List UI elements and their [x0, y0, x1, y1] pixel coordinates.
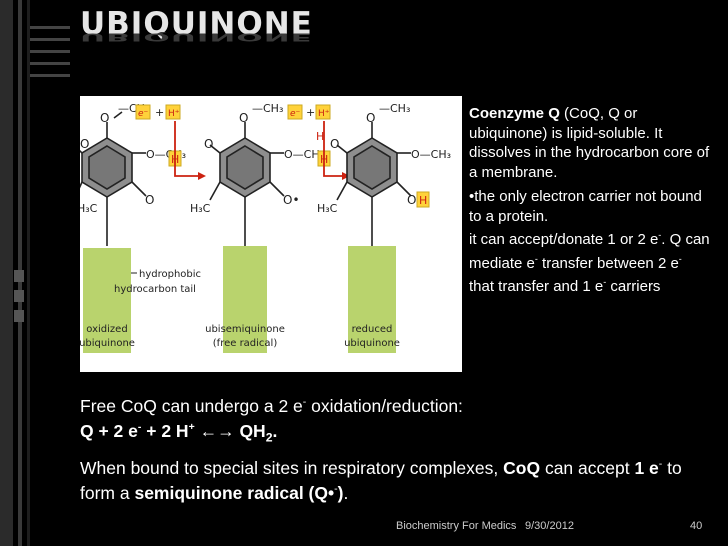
svg-text:H₃C: H₃C — [190, 202, 211, 215]
svg-text:O: O — [330, 137, 339, 151]
line-bound-sites: When bound to special sites in respirato… — [80, 457, 682, 503]
svg-text:H: H — [419, 194, 427, 207]
svg-text:O: O — [145, 193, 154, 207]
body-text: Free CoQ can undergo a 2 e- oxidation/re… — [80, 392, 710, 504]
equation: Q + 2 e- + 2 H+ ←→ QH2. — [80, 420, 278, 445]
label-semi: ubisemiquinone — [205, 324, 285, 335]
ring-reduced — [336, 122, 412, 246]
svg-text:H⁺: H⁺ — [168, 109, 180, 119]
ubiquinone-diagram: O O —CH₃ O—CH₃ O H₃C e⁻ + H⁺ H O O —CH₃ … — [80, 96, 462, 372]
ring-semiquinone — [209, 122, 285, 246]
svg-text:+: + — [306, 106, 315, 119]
footer-page-number: 40 — [690, 520, 703, 532]
svg-text:e⁻: e⁻ — [290, 109, 301, 119]
decor-stripe — [30, 74, 70, 77]
svg-text:O: O — [80, 137, 89, 151]
label-oxidized: oxidized — [86, 324, 127, 335]
svg-text:O—CH₃: O—CH₃ — [284, 148, 324, 161]
label-semi-2: (free radical) — [213, 338, 278, 349]
svg-text:O: O — [100, 111, 109, 125]
term-coenzyme-q: Coenzyme Q — [469, 105, 560, 122]
svg-text:O: O — [407, 193, 416, 207]
svg-text:O•: O• — [283, 193, 300, 207]
label-tail: hydrocarbon tail — [114, 284, 196, 295]
decor-bar — [0, 0, 13, 546]
ring-oxidized — [80, 111, 147, 246]
decor-block — [14, 270, 24, 282]
decor-block — [14, 290, 24, 302]
svg-text:O: O — [204, 137, 213, 151]
label-hydrophobic: hydrophobic — [139, 269, 201, 280]
svg-text:H₃C: H₃C — [80, 202, 98, 215]
decor-stripe — [30, 38, 70, 41]
svg-text:—CH₃: —CH₃ — [379, 102, 410, 115]
footer-date: 9/30/2012 — [525, 520, 574, 532]
slide-title: UBIQUINONE — [80, 6, 313, 42]
decor-stripe — [30, 50, 70, 53]
svg-text:—CH₃: —CH₃ — [252, 102, 283, 115]
description-text: Coenzyme Q (CoQ, Q or ubiquinone) is lip… — [462, 96, 710, 372]
label-reduced-2: ubiquinone — [344, 338, 400, 349]
slide-title-reflection: UBIQUINONE — [80, 30, 313, 44]
svg-text:O—CH₃: O—CH₃ — [411, 148, 451, 161]
svg-text:O: O — [239, 111, 248, 125]
tail-bar — [348, 246, 396, 353]
footer-source: Biochemistry For Medics — [396, 520, 517, 532]
line-free-coq: Free CoQ can undergo a 2 e- oxidation/re… — [80, 395, 463, 416]
svg-text:+: + — [155, 106, 164, 119]
label-reduced: reduced — [352, 324, 393, 335]
tail-bar — [223, 246, 267, 353]
svg-text:H⁺: H⁺ — [318, 109, 330, 119]
label-oxidized-2: ubiquinone — [80, 338, 135, 349]
tail-bar — [83, 248, 131, 353]
paragraph-coq: Coenzyme Q (CoQ, Q or ubiquinone) is lip… — [469, 105, 710, 181]
decor-bar — [27, 0, 30, 546]
decor-block — [14, 310, 24, 322]
paragraph-carrier: •the only electron carrier not bound to … — [469, 188, 710, 295]
svg-text:e⁻: e⁻ — [138, 109, 149, 119]
decor-stripe — [30, 62, 70, 65]
svg-text:H: H — [316, 130, 324, 143]
svg-text:O: O — [366, 111, 375, 125]
svg-text:H₃C: H₃C — [317, 202, 338, 215]
decor-stripe — [30, 26, 70, 29]
